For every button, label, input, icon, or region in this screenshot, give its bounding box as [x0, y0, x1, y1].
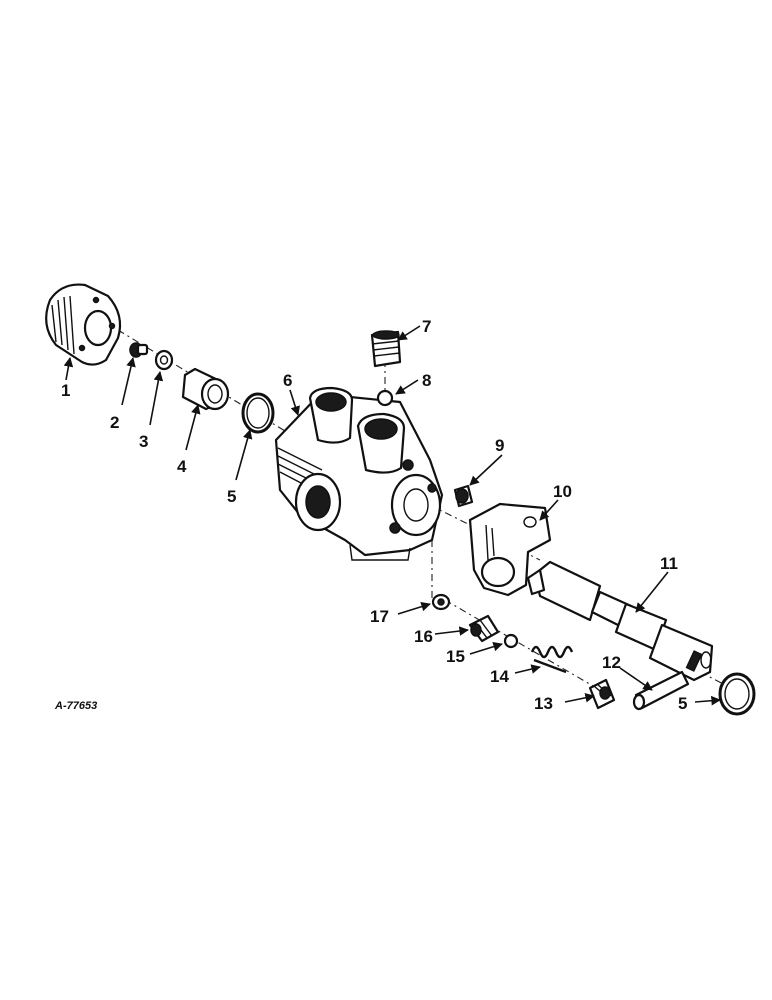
valve-body-part — [274, 386, 444, 561]
callout-11: 11 — [660, 554, 678, 573]
o-ring-right-part — [718, 672, 756, 716]
callout-16: 16 — [414, 627, 433, 646]
detent-sleeve-part — [468, 614, 500, 643]
callout-12: 12 — [602, 653, 621, 672]
callout-17: 17 — [370, 607, 389, 626]
callout-7: 7 — [422, 317, 431, 336]
washer-small-part — [431, 593, 451, 611]
bracket-part — [468, 502, 552, 597]
callout-4: 4 — [177, 457, 187, 476]
figure-reference: A-77653 — [54, 700, 97, 712]
ball-part — [376, 389, 394, 407]
screw-part — [129, 342, 149, 358]
small-plug-part — [453, 484, 474, 508]
callout-3: 3 — [139, 432, 148, 451]
callout-5-left: 5 — [227, 487, 236, 506]
plug-part — [370, 330, 402, 368]
callout-8: 8 — [422, 371, 431, 390]
detent-plug-part — [588, 678, 616, 710]
callout-6: 6 — [283, 371, 292, 390]
callout-15: 15 — [446, 647, 465, 666]
callout-1: 1 — [61, 381, 70, 400]
bushing-part — [181, 367, 230, 411]
pin-part — [632, 670, 690, 711]
spool-part — [526, 560, 714, 682]
washer-part — [154, 349, 174, 371]
callout-2: 2 — [110, 413, 119, 432]
callout-14: 14 — [490, 667, 509, 686]
spring-part — [530, 645, 574, 674]
callout-labels: 1 2 3 4 5 6 7 8 9 10 11 12 13 14 15 16 1… — [61, 317, 687, 713]
end-cap-part — [45, 283, 122, 366]
leader-lines — [63, 325, 721, 706]
o-ring-left-part — [241, 392, 275, 434]
callout-13: 13 — [534, 694, 553, 713]
callout-9: 9 — [495, 436, 504, 455]
callout-5-right: 5 — [678, 694, 687, 713]
callout-10: 10 — [553, 482, 572, 501]
detent-ball-part — [503, 633, 519, 649]
